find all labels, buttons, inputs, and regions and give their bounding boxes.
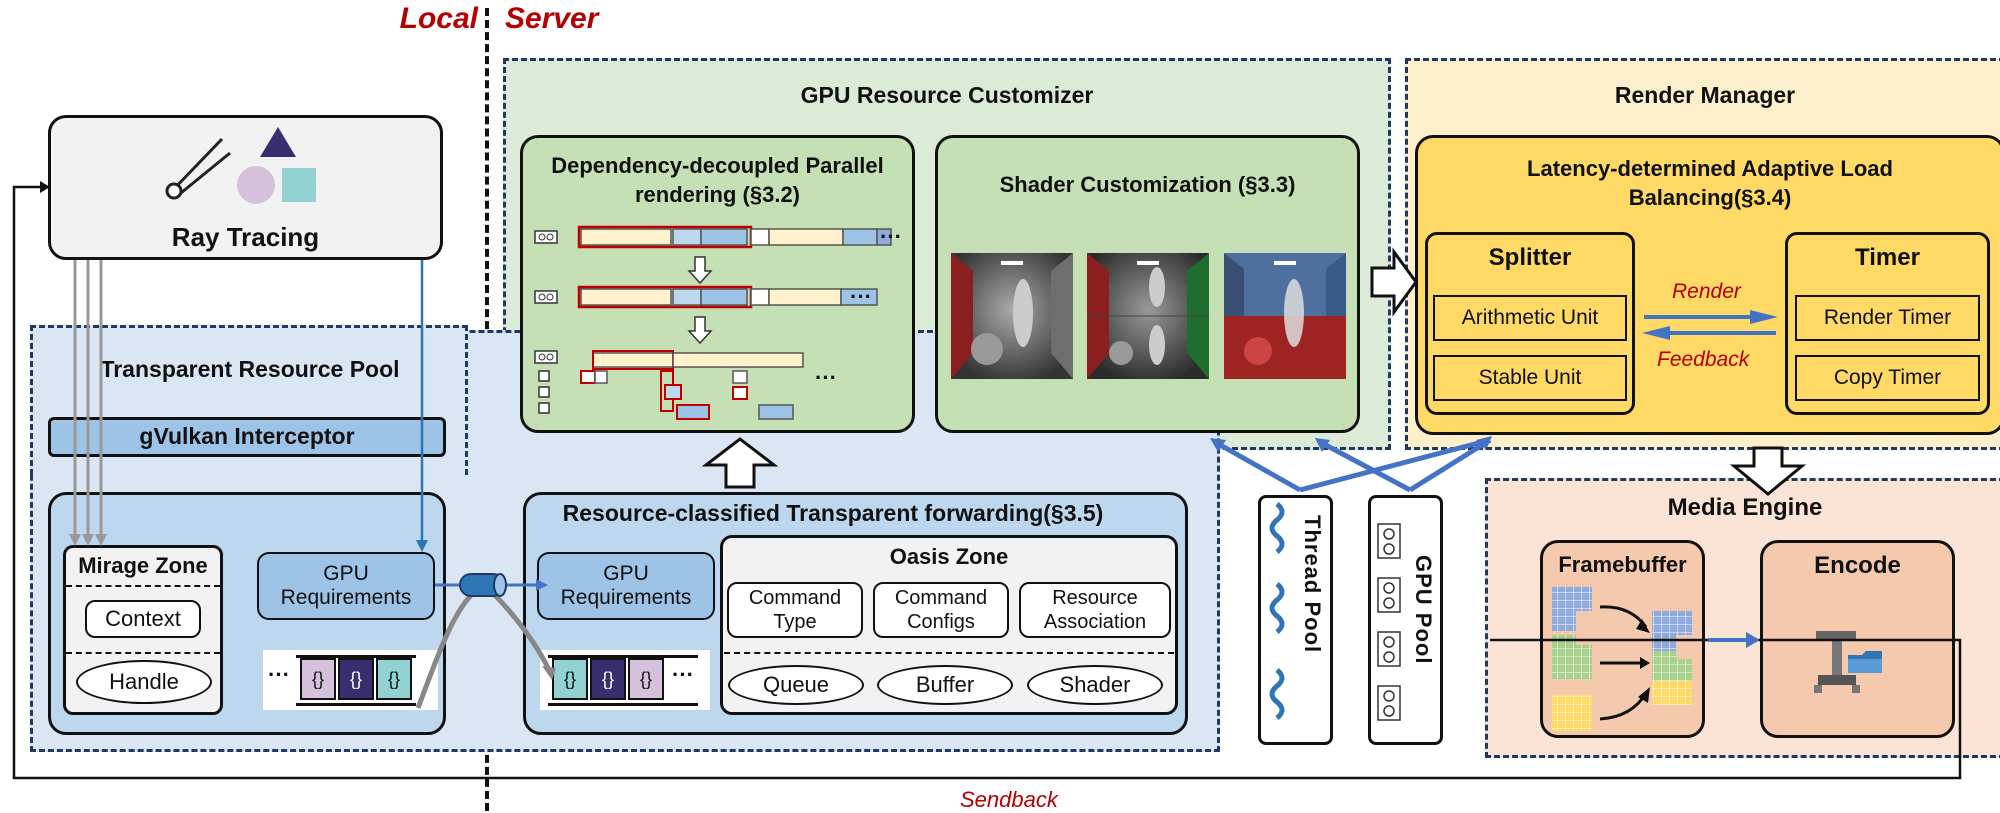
- handle-oval: Handle: [76, 660, 212, 704]
- feedback-label: Feedback: [1657, 348, 1750, 371]
- gpu-chip-icon: [534, 350, 558, 364]
- context-chip: Context: [85, 600, 201, 638]
- gpu-chip-icon: [534, 230, 558, 244]
- transparent-resource-pool-title: Transparent Resource Pool: [100, 356, 400, 382]
- server-queue-ellipsis: ···: [672, 662, 694, 687]
- resource-association-chip: Resource Association: [1019, 582, 1171, 638]
- server-queue-cell: {}: [590, 658, 626, 700]
- thread-pool-icon: [1269, 502, 1285, 720]
- thread-pool: [1258, 495, 1333, 745]
- ray-tracing-label: Ray Tracing: [171, 222, 320, 252]
- shader-customization-title: Shader Customization (§3.3): [999, 172, 1296, 197]
- shader-oval: Shader: [1027, 665, 1163, 705]
- load-balancing-title: Latency-determined Adaptive Load Balanci…: [1527, 156, 1893, 210]
- render-manager-title: Render Manager: [1614, 82, 1796, 108]
- gpu-pool-label: GPU Pool: [1411, 555, 1436, 665]
- cornell-box-render: [951, 253, 1073, 379]
- encode-icon: [1814, 631, 1882, 693]
- server-queue-cell: {}: [628, 658, 664, 700]
- copy-timer: Copy Timer: [1795, 355, 1980, 401]
- local-label: Local: [399, 2, 478, 35]
- sendback-label: Sendback: [960, 787, 1058, 812]
- mirage-zone-divider-1: [66, 585, 220, 587]
- encode-title: Encode: [1814, 552, 1901, 579]
- ray-tracing-icon: [165, 127, 316, 204]
- command-type-chip: Command Type: [727, 582, 863, 638]
- parallel-rendering-ellipsis: ···: [850, 284, 872, 309]
- gpu-chip-icon: [534, 290, 558, 304]
- cornell-box-render: [1224, 253, 1346, 379]
- splitter-title: Splitter: [1488, 244, 1572, 271]
- cornell-box-render: [1087, 253, 1209, 379]
- gvulkan-interceptor-label: gVulkan Interceptor: [139, 423, 355, 449]
- gpu-requirements-local: GPU Requirements: [257, 552, 435, 620]
- render-timer: Render Timer: [1795, 295, 1980, 341]
- local-queue-cell: {}: [376, 658, 412, 700]
- mirage-zone-divider-2: [66, 652, 220, 654]
- mirage-zone-title: Mirage Zone: [78, 553, 208, 578]
- server-queue-line-bottom: [548, 703, 698, 706]
- render-label: Render: [1672, 280, 1741, 303]
- customizer-to-render-arrow: [1370, 247, 1418, 317]
- gvulkan-interceptor: [48, 417, 446, 457]
- render-feedback-arrows: [1642, 310, 1778, 340]
- local-queue-ellipsis: ···: [268, 662, 290, 687]
- queue-oval: Queue: [728, 665, 864, 705]
- arithmetic-unit: Arithmetic Unit: [1433, 295, 1627, 341]
- command-configs-chip: Command Configs: [873, 582, 1009, 638]
- local-queue-line-top: [296, 655, 416, 658]
- framebuffer-title: Framebuffer: [1558, 552, 1687, 577]
- server-label: Server: [505, 2, 599, 35]
- parallel-rendering-ellipsis: ···: [880, 224, 902, 249]
- forwarding-title: Resource-classified Transparent forwardi…: [562, 500, 1104, 526]
- local-queue-cell: {}: [338, 658, 374, 700]
- oasis-zone-title: Oasis Zone: [889, 544, 1009, 569]
- server-queue-line-top: [548, 655, 698, 658]
- media-engine-title: Media Engine: [1667, 494, 1823, 521]
- gpu-pool-icon: [1377, 523, 1401, 721]
- stable-unit: Stable Unit: [1433, 355, 1627, 401]
- local-queue-cell: {}: [300, 658, 336, 700]
- timer-title: Timer: [1855, 244, 1920, 271]
- thread-pool-label: Thread Pool: [1300, 515, 1325, 654]
- parallel-rendering-timeline: [534, 225, 892, 420]
- framebuffer-icon: [1552, 587, 1692, 731]
- oasis-zone-divider: [724, 652, 1174, 654]
- forwarding-to-customizer-arrow: [701, 437, 779, 489]
- parallel-rendering-ellipsis: ···: [815, 365, 837, 390]
- local-queue-line-bottom: [296, 703, 416, 706]
- gpu-resource-customizer-title: GPU Resource Customizer: [800, 82, 1094, 108]
- server-queue-cell: {}: [552, 658, 588, 700]
- parallel-rendering-title: Dependency-decoupled Parallel rendering …: [551, 153, 884, 207]
- buffer-oval: Buffer: [877, 665, 1013, 705]
- render-to-media-arrow: [1729, 446, 1807, 496]
- gpu-requirements-server: GPU Requirements: [537, 552, 715, 620]
